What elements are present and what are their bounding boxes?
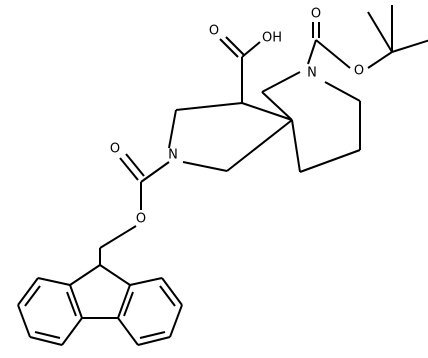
boc-group: [307, 5, 428, 69]
fluorene-system: [17, 264, 183, 346]
bond-right-4: [137, 336, 171, 346]
bond-left-3: [17, 304, 31, 338]
fmoc-carbonyl-oxygen: O: [110, 142, 120, 157]
bond-acid-c-o-double-1: [219, 38, 239, 58]
carboxylic-acid-group: [219, 36, 261, 103]
bond-tbu-methyl-right: [391, 39, 428, 53]
bond-right-3: [169, 304, 183, 338]
bond-right-2: [161, 277, 183, 306]
bond-n7-c8: [324, 81, 361, 102]
bond-n7-boc-c: [307, 39, 317, 65]
cooh-hydroxyl: OH: [262, 31, 282, 46]
boc-carbonyl-oxygen: O: [311, 7, 321, 22]
bond-c4-c3: [175, 102, 243, 111]
bond-right-5: [117, 317, 139, 346]
bond-spiro-c6: [261, 91, 293, 121]
bond-left-inner-2: [34, 331, 61, 339]
bond-c8a-c4b: [117, 284, 131, 319]
boc-ester-oxygen: O: [354, 64, 364, 79]
bond-boc-c-o-ester: [315, 39, 351, 69]
bond-acid-c-o-double-2: [225, 36, 245, 56]
bond-c3-n2: [168, 109, 177, 149]
bond-left-1: [37, 277, 71, 286]
piperidine-ring: [261, 71, 361, 173]
bond-o-ch2: [99, 225, 137, 249]
bond-n2-c1: [182, 161, 228, 172]
bond-left-inner-3: [66, 291, 77, 317]
fmoc-ester-oxygen: O: [136, 212, 146, 227]
bond-o-tbu-c: [367, 51, 393, 69]
bond-left-4: [29, 336, 63, 346]
pyrrolidine-ring: [168, 102, 293, 172]
bond-c1-spiro: [226, 119, 293, 172]
bond-tbu-methyl-left: [367, 11, 393, 53]
bond-c9-c9a: [69, 264, 101, 286]
bond-right-inner-2: [139, 331, 166, 339]
bond-right-inner-3: [123, 291, 134, 317]
bond-n2-fmoc-c: [140, 161, 170, 183]
bond-left-inner-1: [24, 285, 41, 307]
pyrrolidine-nitrogen: N: [168, 148, 178, 163]
bond-c9-c8a: [99, 264, 131, 286]
bond-left-2: [17, 277, 39, 306]
bond-left-5: [61, 317, 83, 346]
cooh-carbonyl-oxygen: O: [209, 24, 219, 39]
bond-fmoc-c-o-double-1: [119, 157, 139, 181]
bond-c10-spiro: [291, 119, 301, 173]
bond-right-1: [129, 277, 163, 286]
bond-right-inner-1: [159, 285, 176, 307]
piperidine-nitrogen: N: [307, 66, 317, 81]
fmoc-linker: [99, 153, 170, 265]
bond-spiro-c4: [241, 102, 293, 121]
bond-fmoc-c-o-double-2: [125, 153, 145, 177]
bond-c6-n7: [261, 71, 301, 93]
bond-c9-c10: [299, 149, 361, 173]
bond-acid-c-oh: [241, 41, 261, 58]
bond-c9a-c4a: [69, 284, 83, 319]
